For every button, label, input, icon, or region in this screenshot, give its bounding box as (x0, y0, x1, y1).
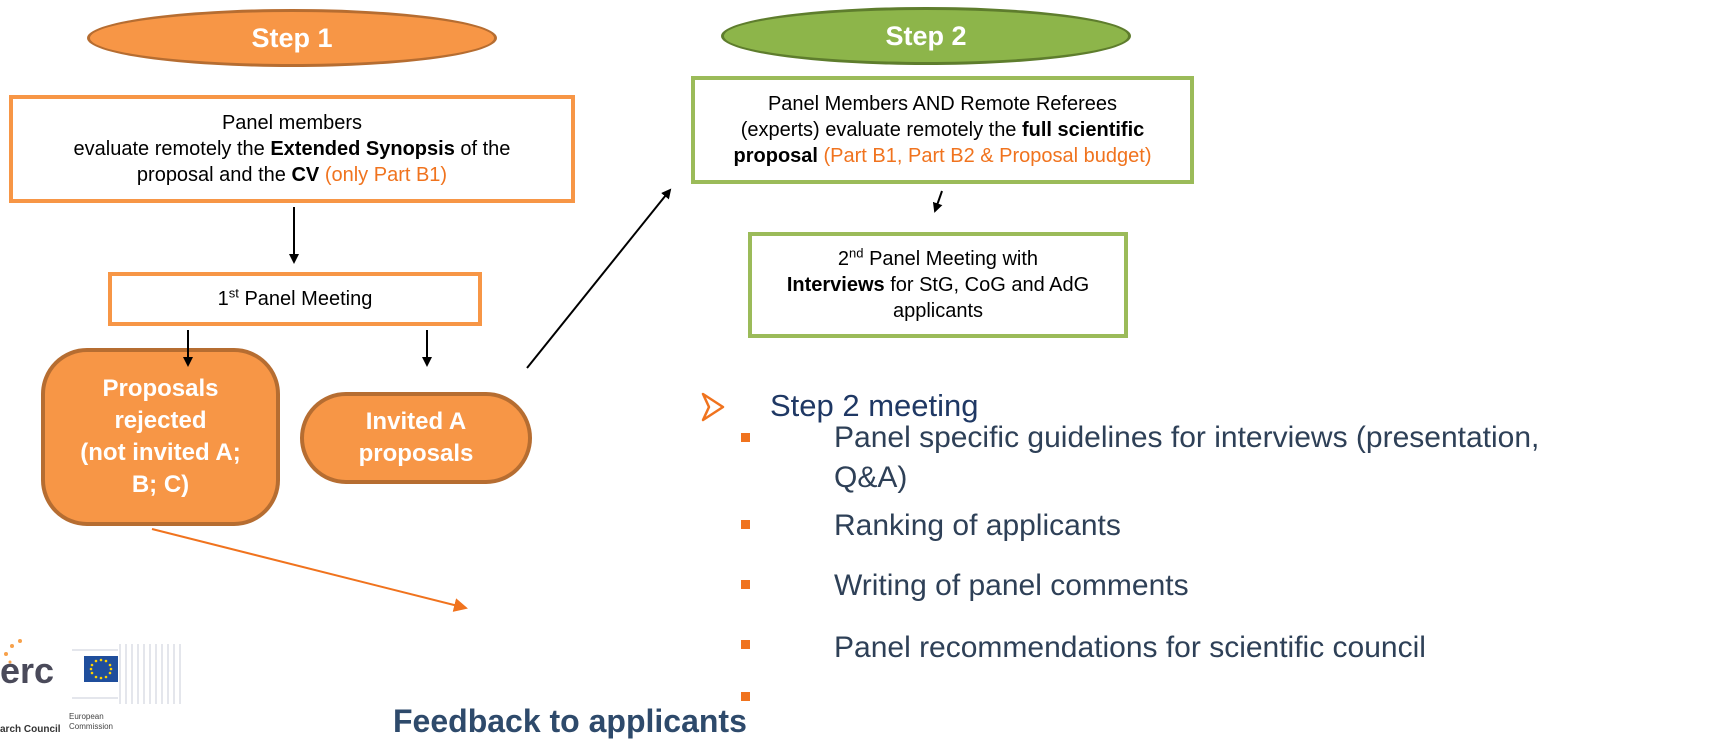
bullet-marker-4 (741, 640, 750, 649)
rejected-line3: (not invited A; (80, 439, 241, 466)
erc-logo-icon (4, 639, 22, 664)
rejected-proposals-shape: Proposals rejected (not invited A; B; C) (41, 348, 280, 526)
bullet-marker-5 (741, 692, 750, 701)
step1-remote-line2: evaluate remotely the Extended Synopsis … (73, 138, 511, 160)
arrowhead-bullet-icon (701, 392, 725, 422)
bullet-marker-1 (741, 433, 750, 442)
bullet-item-4: Panel recommendations for scientific cou… (834, 631, 1426, 664)
erc-logo-text: erc (0, 650, 55, 691)
bullet-item-1-cont: Q&A) (834, 461, 908, 494)
step2-remote-line3: proposal (Part B1, Part B2 & Proposal bu… (733, 145, 1152, 167)
step2-label: Step 2 (885, 20, 967, 51)
european-commission-logo-icon (70, 640, 188, 708)
bullet-marker-2 (741, 520, 750, 529)
rejected-line2: rejected (114, 407, 207, 434)
second-panel-meeting-box: 2nd Panel Meeting with Interviews for St… (748, 232, 1128, 338)
erc-logo-caption: arch Council (0, 724, 61, 735)
step2-remote-line2: (experts) evaluate remotely the full sci… (740, 119, 1145, 141)
step2-header: Step 2 (721, 7, 1131, 65)
invited-proposals-shape: Invited A proposals (300, 392, 532, 484)
european-commission-label: European Commission (69, 712, 114, 731)
step1-remote-evaluation-box: Panel members evaluate remotely the Exte… (9, 95, 575, 203)
first-panel-meeting-box: 1st Panel Meeting (108, 272, 482, 326)
step1-label: Step 1 (251, 22, 333, 53)
feedback-to-applicants: Feedback to applicants (393, 703, 747, 739)
second-meeting-line2: Interviews for StG, CoG and AdG (786, 274, 1090, 296)
arrow-rejected-to-feedback (151, 528, 468, 612)
step1-header: Step 1 (87, 9, 497, 67)
bullets-title: Step 2 meeting (770, 388, 979, 423)
bullet-marker-3 (741, 580, 750, 589)
rejected-line1: Proposals (102, 375, 219, 402)
invited-line1: Invited A (365, 408, 467, 435)
invited-line2: proposals (358, 440, 474, 467)
step1-remote-line3: proposal and the CV (only Part B1) (136, 164, 448, 186)
step2-remote-evaluation-box: Panel Members AND Remote Referees (exper… (691, 76, 1194, 184)
step1-remote-line1: Panel members (221, 112, 363, 134)
rejected-line4: B; C) (131, 471, 190, 498)
step2-remote-line1: Panel Members AND Remote Referees (767, 93, 1118, 115)
second-meeting-line1: 2nd Panel Meeting with (837, 245, 1039, 270)
bullet-item-2: Ranking of applicants (834, 509, 1121, 542)
arrow-invited-to-step2 (526, 188, 672, 369)
arrow-step2-to-meeting (932, 190, 943, 213)
bullet-item-3: Writing of panel comments (834, 569, 1189, 602)
bullet-item-1: Panel specific guidelines for interviews… (834, 421, 1540, 454)
first-panel-meeting-text: 1st Panel Meeting (217, 285, 373, 310)
second-meeting-line3: applicants (892, 300, 984, 322)
